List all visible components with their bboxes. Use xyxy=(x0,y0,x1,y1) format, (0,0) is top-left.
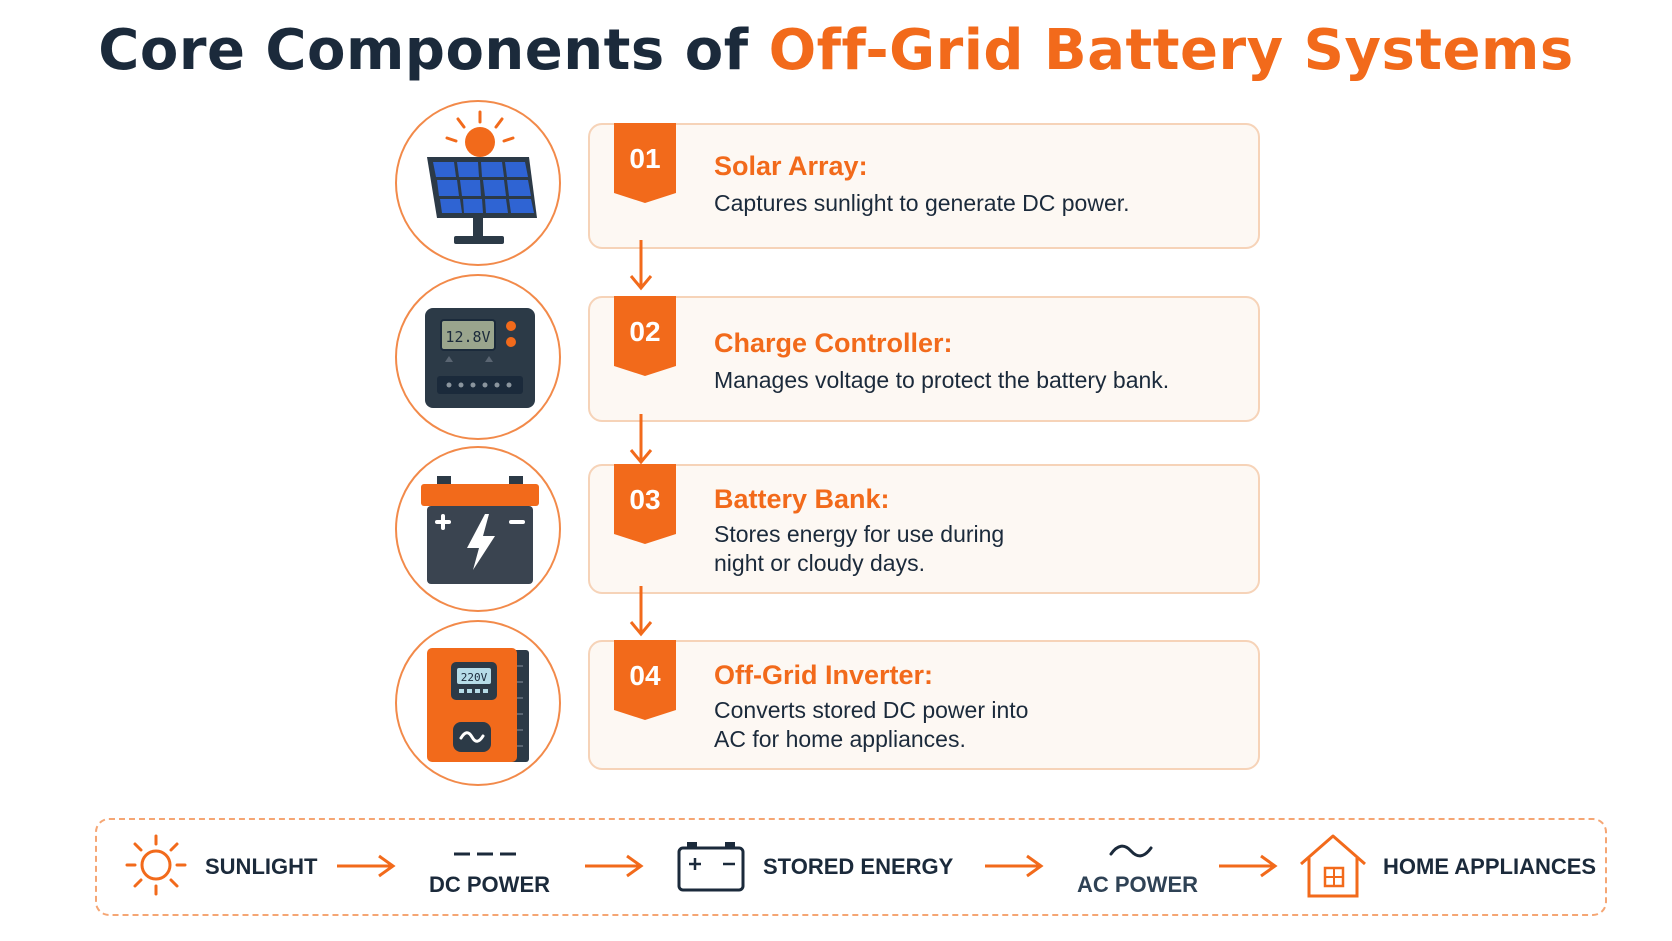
title-part-2: Off-Grid Battery Systems xyxy=(768,18,1574,83)
controller-display-text: 12.8V xyxy=(445,328,490,346)
inverter-display-text: 220V xyxy=(461,671,488,684)
energy-flow-bar: SUNLIGHT DC POWER STORED ENERGY xyxy=(95,818,1607,916)
step-card-battery-bank: 03 Battery Bank: Stores energy for use d… xyxy=(588,464,1260,594)
step-number: 03 xyxy=(629,484,661,515)
right-arrow-icon xyxy=(985,854,1044,878)
step-number: 02 xyxy=(629,316,661,347)
right-arrow-icon xyxy=(585,854,644,878)
battery-icon xyxy=(421,476,539,584)
step-number-tab: 01 xyxy=(614,123,676,208)
inverter-circle: 220V xyxy=(395,620,561,786)
page-title: Core Components of Off-Grid Battery Syst… xyxy=(0,18,1672,83)
charge-controller-icon: 12.8V xyxy=(425,308,535,408)
charge-controller-circle: 12.8V xyxy=(395,274,561,440)
step-card-solar-array: 01 Solar Array: Captures sunlight to gen… xyxy=(588,123,1260,249)
flow-label-sunlight: SUNLIGHT xyxy=(205,854,318,879)
step-description-line: Stores energy for use during xyxy=(714,521,1005,547)
step-number-tab: 03 xyxy=(614,464,676,549)
down-arrow-icon xyxy=(629,240,653,291)
down-arrow-icon xyxy=(629,414,653,465)
step-description-line: Manages voltage to protect the battery b… xyxy=(714,367,1170,393)
solar-panel-icon xyxy=(427,110,537,244)
step-number: 04 xyxy=(629,660,661,691)
flow-label-ac-power: AC POWER xyxy=(1077,872,1198,897)
step-number-tab: 02 xyxy=(614,296,676,381)
step-title: Charge Controller: xyxy=(714,328,953,358)
ac-wave-icon xyxy=(1109,844,1153,858)
house-icon xyxy=(1300,834,1366,898)
dc-symbol-icon xyxy=(454,852,516,856)
inverter-icon: 220V xyxy=(427,648,529,762)
step-title: Battery Bank: xyxy=(714,484,890,514)
battery-circle xyxy=(395,446,561,612)
step-description-line: Captures sunlight to generate DC power. xyxy=(714,190,1130,216)
flow-label-stored-energy: STORED ENERGY xyxy=(763,854,954,879)
step-description-line: AC for home appliances. xyxy=(714,726,966,752)
step-title: Off-Grid Inverter: xyxy=(714,660,934,690)
step-card-charge-controller: 02 Charge Controller: Manages voltage to… xyxy=(588,296,1260,422)
step-number-tab: 04 xyxy=(614,640,676,725)
right-arrow-icon xyxy=(1219,854,1278,878)
step-card-off-grid-inverter: 04 Off-Grid Inverter: Converts stored DC… xyxy=(588,640,1260,770)
step-title: Solar Array: xyxy=(714,151,868,181)
flow-label-home-appliances: HOME APPLIANCES xyxy=(1383,854,1597,879)
flow-label-dc-power: DC POWER xyxy=(429,872,550,897)
step-description-line: Converts stored DC power into xyxy=(714,697,1029,723)
title-part-1: Core Components of xyxy=(98,18,769,83)
down-arrow-icon xyxy=(629,586,653,637)
step-number: 01 xyxy=(629,143,661,174)
battery-outline-icon xyxy=(677,842,745,892)
sun-icon xyxy=(125,834,187,896)
step-description-line: night or cloudy days. xyxy=(714,550,925,576)
solar-panel-circle xyxy=(395,100,561,266)
right-arrow-icon xyxy=(337,854,396,878)
